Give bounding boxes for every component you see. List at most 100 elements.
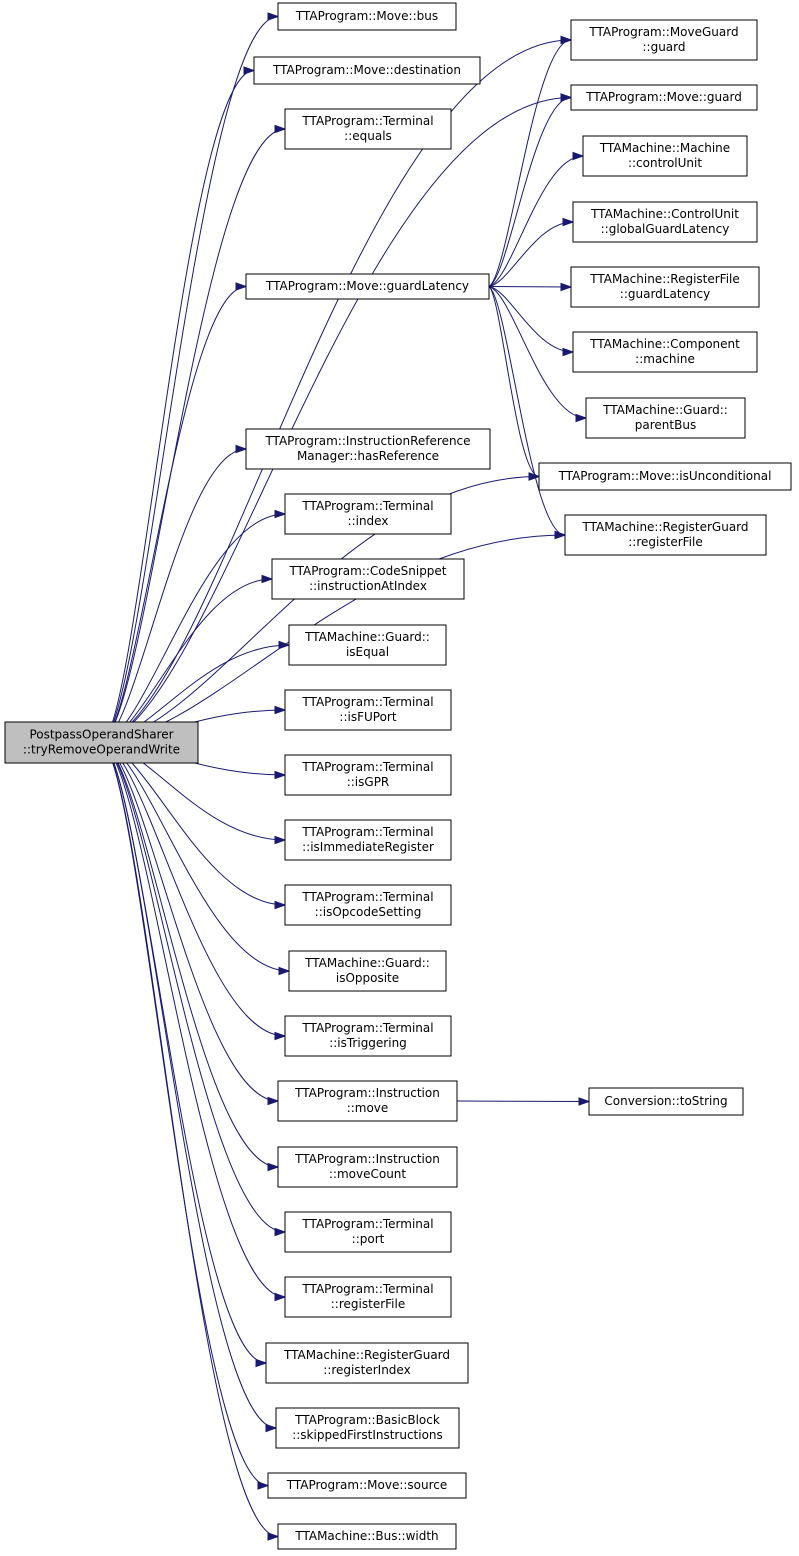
node-box[interactable] — [265, 1342, 469, 1384]
node-box[interactable] — [275, 1407, 460, 1449]
edge-root-to-skippedFirstInstructions — [102, 742, 278, 1433]
node-box[interactable] — [284, 493, 452, 535]
node-isImmediateRegister[interactable]: TTAProgram::Terminal::isImmediateRegiste… — [284, 819, 452, 861]
edge-line — [488, 97, 572, 287]
node-skippedFirstInstructions[interactable]: TTAProgram::BasicBlock::skippedFirstInst… — [275, 1407, 460, 1449]
node-isGPR[interactable]: TTAProgram::Terminal::isGPR — [284, 754, 452, 796]
node-box[interactable] — [271, 558, 465, 600]
node-box[interactable] — [570, 266, 760, 308]
node-index[interactable]: TTAProgram::Terminal::index — [284, 493, 452, 535]
node-instructionAtIndex[interactable]: TTAProgram::CodeSnippet::instructionAtIn… — [271, 558, 465, 600]
arrow-head-icon — [267, 12, 280, 21]
node-box[interactable] — [572, 331, 758, 373]
arrow-head-icon — [274, 124, 287, 134]
arrow-head-icon — [554, 530, 567, 540]
node-label: ::instructionAtIndex — [309, 579, 427, 593]
node-box[interactable] — [570, 19, 758, 61]
node-box[interactable] — [277, 2, 457, 31]
node-label: TTAProgram::Move::source — [286, 1478, 448, 1492]
node-guardLatency[interactable]: TTAProgram::Move::guardLatency — [245, 273, 490, 300]
node-box[interactable] — [572, 201, 758, 243]
node-instrMove[interactable]: TTAProgram::Instruction::move — [277, 1080, 458, 1122]
node-box[interactable] — [585, 397, 746, 439]
node-destination[interactable]: TTAProgram::Move::destination — [253, 56, 481, 85]
node-label: ::isGPR — [347, 775, 390, 789]
node-moveGuardGuard[interactable]: TTAProgram::MoveGuard::guard — [570, 19, 758, 61]
node-termRegisterFile[interactable]: TTAProgram::Terminal::registerFile — [284, 1276, 452, 1318]
node-box[interactable] — [288, 624, 447, 666]
arrow-head-icon — [235, 282, 248, 291]
edge-line — [102, 742, 279, 1168]
node-label: ::controlUnit — [628, 156, 702, 170]
node-box[interactable] — [284, 1276, 452, 1318]
node-box[interactable] — [588, 1087, 744, 1116]
node-isUnconditional[interactable]: TTAProgram::Move::isUnconditional — [538, 462, 792, 491]
edge-line — [102, 742, 277, 1429]
node-box[interactable] — [253, 56, 481, 85]
node-globalGuardLatency[interactable]: TTAMachine::ControlUnit::globalGuardLate… — [572, 201, 758, 243]
node-equals[interactable]: TTAProgram::Terminal::equals — [284, 108, 452, 150]
edge-line — [488, 286, 540, 477]
edge-root-to-termRegisterFile — [102, 742, 287, 1302]
node-componentMachine[interactable]: TTAMachine::Component::machine — [572, 331, 758, 373]
arrow-head-icon — [578, 1097, 591, 1106]
node-controlUnit[interactable]: TTAMachine::Machine::controlUnit — [582, 135, 748, 177]
node-box[interactable] — [267, 1472, 467, 1499]
arrow-head-icon — [274, 705, 287, 715]
edge-line — [102, 742, 286, 906]
node-box[interactable] — [570, 84, 758, 111]
node-box[interactable] — [538, 462, 792, 491]
node-box[interactable] — [582, 135, 748, 177]
node-box[interactable] — [284, 884, 452, 926]
node-label: ::machine — [635, 352, 695, 366]
node-isFUPort[interactable]: TTAProgram::Terminal::isFUPort — [284, 689, 452, 731]
edge-root-to-instructionAtIndex — [102, 574, 274, 743]
node-box[interactable] — [277, 1146, 458, 1188]
node-box[interactable] — [284, 108, 452, 150]
edge-root-to-bus — [102, 12, 280, 743]
node-source[interactable]: TTAProgram::Move::source — [267, 1472, 467, 1499]
node-registerIndex[interactable]: TTAMachine::RegisterGuard::registerIndex — [265, 1342, 469, 1384]
node-isEqual[interactable]: TTAMachine::Guard::isEqual — [288, 624, 447, 666]
node-rgRegisterFile[interactable]: TTAMachine::RegisterGuard::registerFile — [564, 514, 767, 556]
node-box[interactable] — [245, 428, 491, 470]
node-width[interactable]: TTAMachine::Bus::width — [277, 1523, 457, 1550]
node-box[interactable] — [284, 1015, 452, 1057]
arrow-head-icon — [261, 574, 274, 584]
arrow-head-icon — [560, 35, 573, 45]
node-box[interactable] — [284, 689, 452, 731]
node-label: TTAMachine::Bus::width — [294, 1529, 438, 1543]
node-box[interactable] — [245, 273, 490, 300]
node-isOpposite[interactable]: TTAMachine::Guard::isOpposite — [288, 950, 447, 992]
node-root[interactable]: PostpassOperandSharer::tryRemoveOperandW… — [4, 721, 199, 764]
node-label: ::registerFile — [628, 535, 702, 549]
node-label: TTAProgram::Move::isUnconditional — [558, 469, 772, 483]
edge-line — [102, 742, 269, 1486]
edge-root-to-instrMove — [102, 742, 280, 1106]
edge-line — [488, 39, 572, 287]
node-box[interactable] — [284, 754, 452, 796]
edge-root-to-guardLatency — [102, 282, 248, 743]
node-moveCount[interactable]: TTAProgram::Instruction::moveCount — [277, 1146, 458, 1188]
node-port[interactable]: TTAProgram::Terminal::port — [284, 1211, 452, 1253]
node-label: ::isImmediateRegister — [302, 840, 434, 854]
node-toString[interactable]: Conversion::toString — [588, 1087, 744, 1116]
node-bus[interactable]: TTAProgram::Move::bus — [277, 2, 457, 31]
node-box[interactable] — [277, 1080, 458, 1122]
node-parentBus[interactable]: TTAMachine::Guard::parentBus — [585, 397, 746, 439]
node-box[interactable] — [4, 721, 199, 764]
node-box[interactable] — [288, 950, 447, 992]
node-moveGuard[interactable]: TTAProgram::Move::guard — [570, 84, 758, 111]
node-hasReference[interactable]: TTAProgram::InstructionReferenceManager:… — [245, 428, 491, 470]
node-box[interactable] — [284, 1211, 452, 1253]
edge-guardLatency-to-moveGuardGuard — [488, 35, 573, 287]
edge-line — [102, 578, 273, 743]
node-rfGuardLatency[interactable]: TTAMachine::RegisterFile::guardLatency — [570, 266, 760, 308]
node-isOpcodeSetting[interactable]: TTAProgram::Terminal::isOpcodeSetting — [284, 884, 452, 926]
node-isTriggering[interactable]: TTAProgram::Terminal::isTriggering — [284, 1015, 452, 1057]
edge-line — [102, 742, 267, 1364]
node-box[interactable] — [564, 514, 767, 556]
node-box[interactable] — [277, 1523, 457, 1550]
node-box[interactable] — [284, 819, 452, 861]
edge-root-to-registerIndex — [102, 742, 268, 1368]
